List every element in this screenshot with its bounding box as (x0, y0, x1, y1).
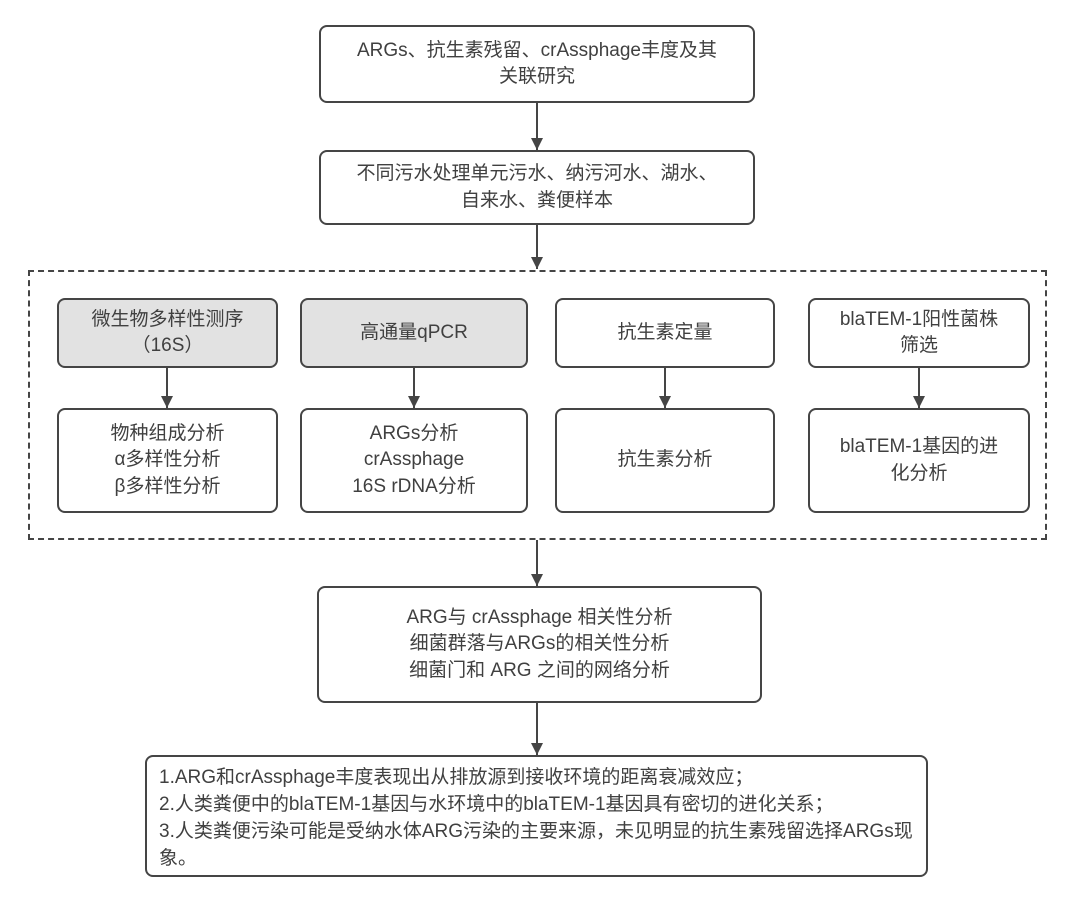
result-box-species-composition: 物种组成分析 α多样性分析 β多样性分析 (57, 408, 278, 513)
method-box-qpcr: 高通量qPCR (300, 298, 528, 368)
conclusion-item-3: 3.人类粪便污染可能是受纳水体ARG污染的主要来源，未见明显的抗生素残留选择AR… (159, 820, 913, 869)
result-box-args-analysis: ARGs分析 crAssphage 16S rDNA分析 (300, 408, 528, 513)
conclusions-box: 1.ARG和crAssphage丰度表现出从排放源到接收环境的距离衰减效应； 2… (145, 755, 928, 877)
arrow-down-icon (161, 368, 173, 408)
arrow-down-icon (531, 540, 543, 586)
arrow-down-icon (531, 225, 543, 269)
result-box-antibiotic-analysis: 抗生素分析 (555, 408, 775, 513)
conclusion-item-1: 1.ARG和crAssphage丰度表现出从排放源到接收环境的距离衰减效应； (159, 767, 754, 788)
analysis-box: ARG与 crAssphage 相关性分析 细菌群落与ARGs的相关性分析 细菌… (317, 586, 762, 703)
study-topic-box: ARGs、抗生素残留、crAssphage丰度及其 关联研究 (319, 25, 755, 103)
method-box-microbial-diversity: 微生物多样性测序 （16S） (57, 298, 278, 368)
methods-group-border (28, 270, 1047, 540)
arrow-down-icon (531, 103, 543, 150)
arrow-down-icon (531, 703, 543, 755)
method-box-antibiotic-quantification: 抗生素定量 (555, 298, 775, 368)
samples-box: 不同污水处理单元污水、纳污河水、湖水、 自来水、粪便样本 (319, 150, 755, 225)
result-box-blatem1-evolution: blaTEM-1基因的进 化分析 (808, 408, 1030, 513)
arrow-down-icon (408, 368, 420, 408)
arrow-down-icon (913, 368, 925, 408)
conclusion-item-2: 2.人类粪便中的blaTEM-1基因与水环境中的blaTEM-1基因具有密切的进… (159, 793, 834, 815)
arrow-down-icon (659, 368, 671, 408)
method-box-blatem1-screening: blaTEM-1阳性菌株 筛选 (808, 298, 1030, 368)
